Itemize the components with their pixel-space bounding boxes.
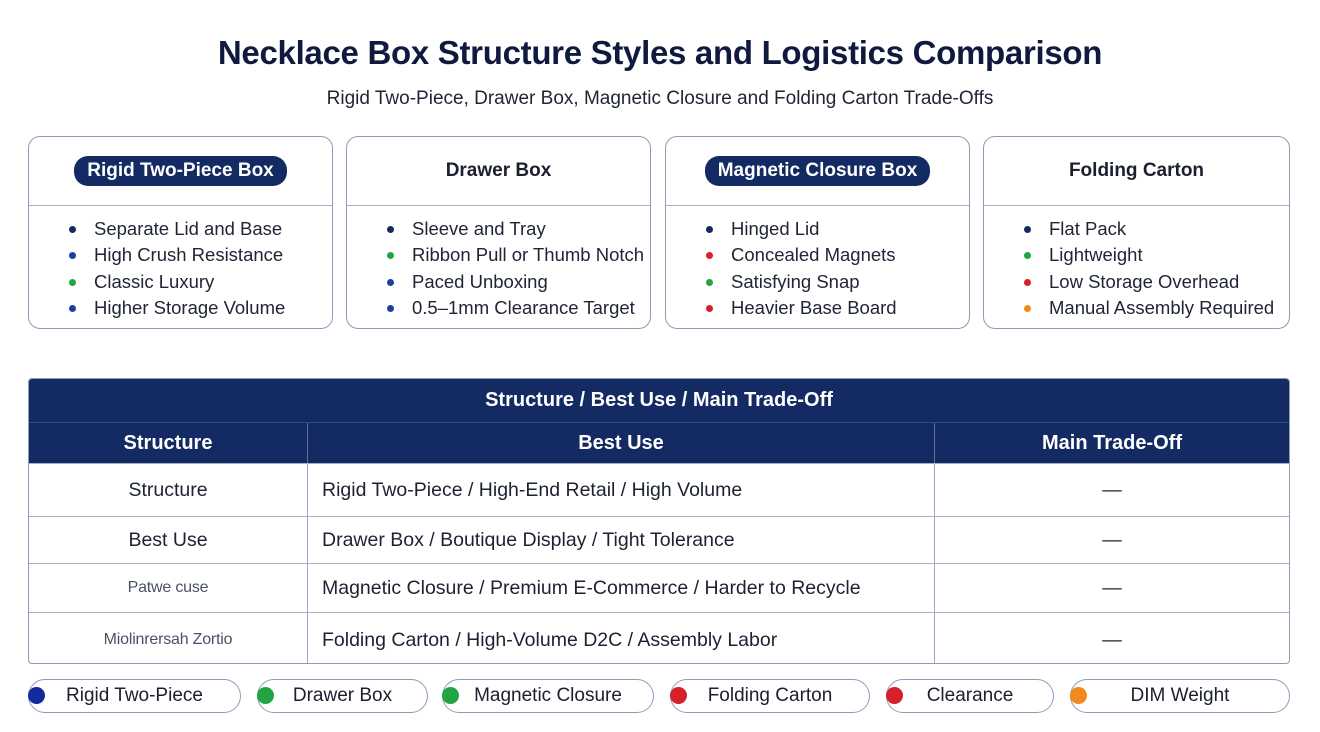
bullet-dot-icon [1024, 278, 1031, 286]
table-cell: — [1102, 528, 1122, 551]
column-header-main-trade-off: Main Trade-Off [1041, 431, 1182, 454]
card-feature-item: Low Storage Overhead [1024, 269, 1289, 295]
legend: Rigid Two-Piece Drawer Box Magnetic Clos… [28, 679, 1290, 715]
table-cell: — [1102, 478, 1122, 501]
column-header-structure: Structure [29, 423, 308, 463]
legend-item: Rigid Two-Piece [28, 679, 241, 713]
page-subtitle: Rigid Two-Piece, Drawer Box, Magnetic Cl… [326, 88, 994, 109]
legend-label: DIM Weight [1130, 685, 1230, 706]
legend-label: Rigid Two-Piece [66, 685, 203, 706]
bullet-dot-icon [69, 252, 76, 260]
card-feature-item: Classic Luxury [69, 269, 332, 295]
legend-label: Drawer Box [292, 685, 393, 706]
bullet-dot-icon [1024, 226, 1031, 233]
card-feature-item: Flat Pack [1024, 216, 1289, 242]
table-cell: Structure [29, 464, 308, 516]
table-banner: Structure / Best Use / Main Trade-Off [29, 379, 1289, 423]
card-feature-item: 0.5–1mm Clearance Target [387, 295, 650, 321]
bullet-dot-icon [69, 278, 76, 286]
card-folding-carton: Folding Carton Flat Pack Lightweight Low… [983, 136, 1290, 329]
page-title: Necklace Box Structure Styles and Logist… [217, 34, 1103, 71]
table-cell: Drawer Box / Boutique Display / Tight To… [308, 517, 935, 563]
card-feature-item: Hinged Lid [706, 216, 969, 242]
legend-item: Drawer Box [257, 679, 428, 713]
table-row: Structure Rigid Two-Piece / High-End Ret… [29, 463, 1289, 516]
bullet-dot-icon [1024, 304, 1031, 312]
bullet-dot-icon [387, 226, 394, 233]
card-header: Drawer Box [347, 137, 650, 206]
table-cell: Patwe cuse [29, 564, 308, 612]
legend-label: Folding Carton [707, 685, 833, 706]
card-rigid-two-piece: Rigid Two-Piece Box Separate Lid and Bas… [28, 136, 333, 329]
card-title: Magnetic Closure Box [704, 156, 931, 186]
card-feature-item: Concealed Magnets [706, 242, 969, 268]
card-feature-item: Manual Assembly Required [1024, 295, 1289, 321]
bullet-dot-icon [69, 304, 76, 312]
card-title: Folding Carton [1068, 160, 1205, 181]
comparison-table: Structure / Best Use / Main Trade-Off St… [28, 378, 1290, 664]
table-header-row: Structure Best Use Main Trade-Off [29, 423, 1289, 463]
bullet-dot-icon [1024, 252, 1031, 260]
column-header-best-use: Best Use [308, 423, 935, 463]
card-feature-item: Heavier Base Board [706, 295, 969, 321]
card-magnetic-closure-box: Magnetic Closure Box Hinged Lid Conceale… [665, 136, 970, 329]
card-feature-list: Separate Lid and Base High Crush Resista… [29, 206, 332, 321]
table-cell: — [1102, 576, 1122, 599]
card-header: Folding Carton [984, 137, 1289, 206]
table-cell: — [1102, 628, 1122, 651]
card-feature-list: Sleeve and Tray Ribbon Pull or Thumb Not… [347, 206, 650, 321]
card-feature-item: Separate Lid and Base [69, 216, 332, 242]
legend-label: Clearance [926, 685, 1014, 706]
legend-item: Clearance [886, 679, 1054, 713]
card-feature-item: High Crush Resistance [69, 242, 332, 268]
legend-dot-icon [886, 687, 903, 704]
card-feature-item: Lightweight [1024, 242, 1289, 268]
table-row: Patwe cuse Magnetic Closure / Premium E-… [29, 563, 1289, 612]
card-header: Rigid Two-Piece Box [29, 137, 332, 206]
table-cell: Rigid Two-Piece / High-End Retail / High… [308, 464, 935, 516]
bullet-dot-icon [706, 304, 713, 312]
legend-dot-icon [442, 687, 459, 704]
bullet-dot-icon [706, 278, 713, 286]
bullet-dot-icon [387, 304, 394, 312]
table-row: Best Use Drawer Box / Boutique Display /… [29, 516, 1289, 563]
card-feature-item: Paced Unboxing [387, 269, 650, 295]
card-drawer-box: Drawer Box Sleeve and Tray Ribbon Pull o… [346, 136, 651, 329]
bullet-dot-icon [706, 226, 713, 233]
legend-label: Magnetic Closure [474, 685, 622, 706]
card-feature-list: Hinged Lid Concealed Magnets Satisfying … [666, 206, 969, 321]
legend-item: Magnetic Closure [442, 679, 654, 713]
table-cell: Miolinrersah Zortio [29, 613, 308, 663]
card-feature-item: Higher Storage Volume [69, 295, 332, 321]
legend-dot-icon [670, 687, 687, 704]
bullet-dot-icon [387, 278, 394, 286]
legend-dot-icon [257, 687, 274, 704]
card-feature-item: Sleeve and Tray [387, 216, 650, 242]
table-cell: Folding Carton / High-Volume D2C / Assem… [308, 613, 935, 663]
bullet-dot-icon [387, 252, 394, 260]
card-title: Drawer Box [445, 160, 552, 181]
legend-item: DIM Weight [1070, 679, 1290, 713]
bullet-dot-icon [706, 252, 713, 260]
card-feature-item: Ribbon Pull or Thumb Notch [387, 242, 650, 268]
card-feature-list: Flat Pack Lightweight Low Storage Overhe… [984, 206, 1289, 321]
card-title: Rigid Two-Piece Box [74, 156, 287, 186]
bullet-dot-icon [69, 226, 76, 233]
legend-dot-icon [28, 687, 45, 704]
table-cell: Best Use [29, 517, 308, 563]
table-row: Miolinrersah Zortio Folding Carton / Hig… [29, 612, 1289, 663]
legend-item: Folding Carton [670, 679, 870, 713]
card-header: Magnetic Closure Box [666, 137, 969, 206]
table-cell: Magnetic Closure / Premium E-Commerce / … [308, 564, 935, 612]
structure-cards: Rigid Two-Piece Box Separate Lid and Bas… [28, 136, 1290, 331]
legend-dot-icon [1070, 687, 1087, 704]
card-feature-item: Satisfying Snap [706, 269, 969, 295]
